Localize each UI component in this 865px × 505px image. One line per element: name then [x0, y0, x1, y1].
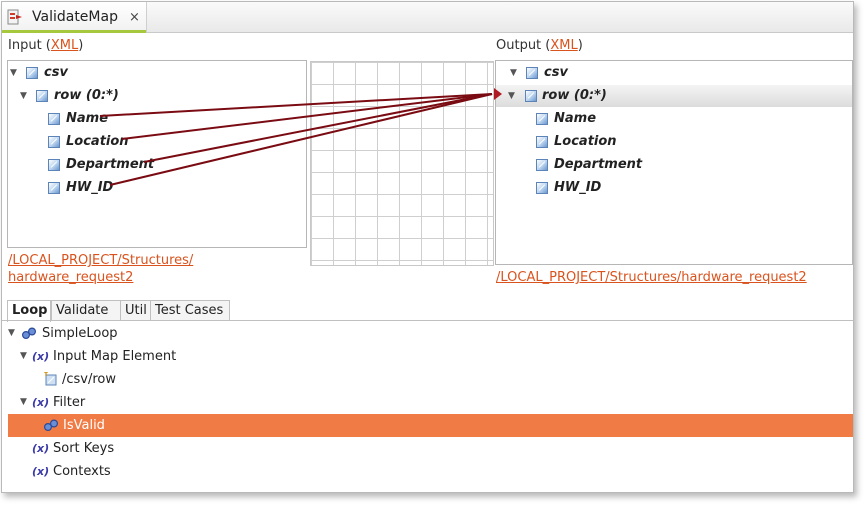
- output-selected-row-highlight: [496, 85, 852, 107]
- expanded-icon[interactable]: ▼: [508, 91, 515, 101]
- expanded-icon[interactable]: ▼: [10, 68, 17, 78]
- loop-tree-label: Filter: [53, 395, 86, 410]
- tab-test-cases[interactable]: Test Cases: [150, 300, 230, 321]
- element-icon: [536, 136, 548, 148]
- output-tree-label: csv: [544, 65, 568, 80]
- loop-icon: [22, 327, 36, 339]
- input-xml-link[interactable]: XML: [50, 38, 79, 53]
- expanded-icon[interactable]: ▼: [20, 351, 27, 361]
- output-structure-path[interactable]: /LOCAL_PROJECT/Structures/hardware_reque…: [496, 270, 807, 285]
- input-tree-label: csv: [44, 65, 68, 80]
- tab-util[interactable]: Util: [120, 300, 157, 321]
- element-icon: [36, 90, 48, 102]
- loop-tree-label: SimpleLoop: [42, 326, 118, 341]
- close-icon[interactable]: ×: [129, 10, 140, 25]
- element-icon: [525, 90, 537, 102]
- element-icon: [526, 67, 538, 79]
- output-tree-label: Name: [554, 111, 597, 126]
- expanded-icon[interactable]: ▼: [510, 68, 517, 78]
- editor-tab-title: ValidateMap: [32, 9, 118, 25]
- loop-tree-label: Input Map Element: [53, 349, 177, 364]
- tab-active-underline: [2, 30, 146, 33]
- element-icon: [48, 136, 60, 148]
- output-tree-label: row (0:*): [542, 88, 607, 103]
- loop-tree-node-isvalid[interactable]: IsValid: [8, 414, 853, 437]
- input-label: Input (XML): [8, 38, 84, 53]
- input-structure-path-line2[interactable]: hardware_request2: [8, 270, 134, 285]
- element-icon: [48, 113, 60, 125]
- expanded-icon[interactable]: ▼: [8, 328, 15, 338]
- editor-window: ValidateMap × Input (XML) ▼ csv ▼ row (0…: [1, 1, 854, 493]
- element-icon: [48, 159, 60, 171]
- variable-icon: (x): [32, 442, 50, 455]
- mapping-canvas[interactable]: [310, 61, 494, 266]
- output-tree-panel[interactable]: ▼ csv ▼ row (0:*) Name Location Departme…: [495, 60, 853, 265]
- expanded-icon[interactable]: ▼: [20, 91, 27, 101]
- loop-tree-label: IsValid: [63, 418, 105, 433]
- input-tree-label: Name: [66, 111, 109, 126]
- tab-loop[interactable]: Loop: [7, 300, 51, 322]
- element-icon: [536, 159, 548, 171]
- editor-tab-bar: ValidateMap ×: [2, 2, 853, 33]
- input-tree-panel[interactable]: ▼ csv ▼ row (0:*) Name Location Departme…: [7, 60, 307, 248]
- variable-icon: (x): [32, 350, 50, 363]
- output-tree-label: Location: [554, 134, 617, 149]
- variable-icon: (x): [32, 465, 50, 478]
- element-icon: [536, 113, 548, 125]
- editor-tab-validatemap[interactable]: ValidateMap ×: [2, 2, 147, 33]
- expanded-icon[interactable]: ▼: [20, 397, 27, 407]
- loop-tree-label: Contexts: [53, 464, 111, 479]
- input-tree-label: Location: [66, 134, 129, 149]
- element-icon: [26, 67, 38, 79]
- input-structure-path-line1[interactable]: /LOCAL_PROJECT/Structures/: [8, 253, 194, 268]
- element-icon: [536, 182, 548, 194]
- output-label: Output (XML): [496, 38, 583, 53]
- element-icon: [48, 182, 60, 194]
- map-file-icon: [7, 9, 22, 25]
- variable-icon: (x): [32, 396, 50, 409]
- tab-validate[interactable]: Validate: [51, 300, 121, 321]
- output-tree-label: Department: [554, 157, 643, 172]
- loop-icon: [44, 419, 58, 431]
- map-element-icon: [44, 372, 57, 386]
- input-tree-label: row (0:*): [54, 88, 119, 103]
- bottom-tab-divider: [2, 320, 853, 321]
- output-tree-label: HW_ID: [554, 180, 602, 195]
- output-xml-link[interactable]: XML: [550, 38, 578, 53]
- input-tree-label: HW_ID: [66, 180, 114, 195]
- loop-tree-label: /csv/row: [62, 372, 117, 387]
- loop-tree-label: Sort Keys: [53, 441, 115, 456]
- input-tree-label: Department: [66, 157, 155, 172]
